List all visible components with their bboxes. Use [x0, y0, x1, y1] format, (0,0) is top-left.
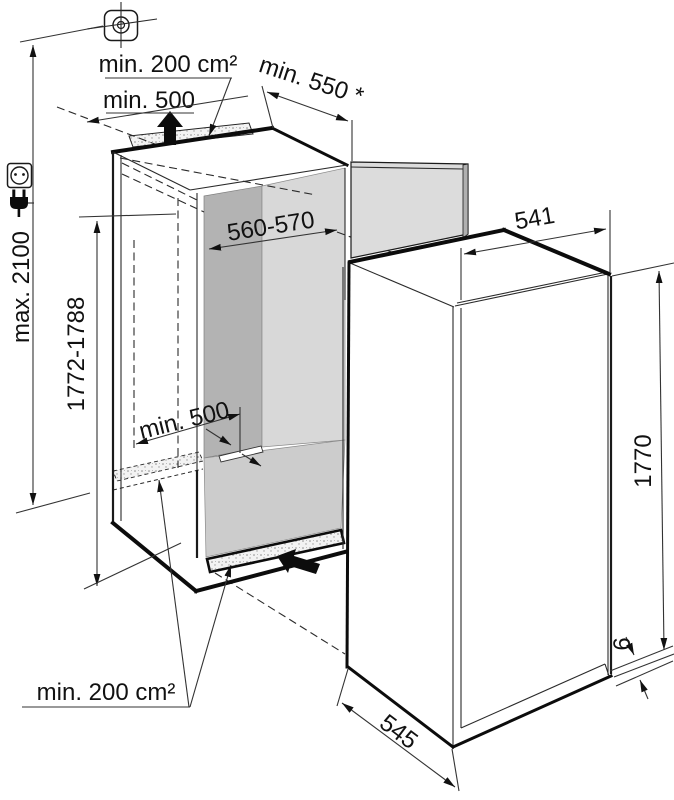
- dim-rear-bottom-gap: 6: [609, 636, 674, 700]
- niche-floor: [203, 439, 346, 558]
- decor-panel-edge: [462, 163, 469, 239]
- dim-max-socket-height: max. 2100: [8, 25, 104, 514]
- hidden-vent-line: [112, 468, 204, 491]
- note-top-vent-area: min. 200 cm²: [99, 51, 238, 137]
- dim-label-rear-bottom-gap: 6: [609, 637, 636, 650]
- air-in-diagonal-arrow-icon: [277, 549, 320, 574]
- dim-appliance-height: 1770: [611, 262, 674, 678]
- dim-label-niche-height: 1772-1788: [63, 297, 90, 412]
- crosshair-mounting-icon: [86, 2, 158, 48]
- dim-label-max-socket-height: max. 2100: [8, 231, 35, 343]
- bottom-vent-strip: [205, 528, 346, 574]
- dim-label-top-rear-gap: min. 500: [103, 87, 195, 114]
- plug-icon: [10, 189, 34, 217]
- dim-top-rear-gap: min. 500: [86, 87, 249, 124]
- note-bottom-vent-area: min. 200 cm²: [22, 479, 232, 708]
- dim-niche-height: 1772-1788: [63, 213, 182, 590]
- dim-label-appliance-height: 1770: [630, 434, 657, 487]
- air-out-up-arrow-icon: [157, 111, 183, 145]
- floor-vent-slot: [218, 445, 264, 463]
- decor-door-panel: [350, 161, 469, 259]
- socket-icon: [6, 162, 33, 189]
- appliance-silhouette: [348, 230, 609, 747]
- note-label-top-vent-area: min. 200 cm²: [99, 51, 238, 78]
- cabinet-edges: [110, 125, 350, 594]
- dim-label-niche-depth: min. 550 *: [256, 51, 367, 110]
- hidden-vent-strip: [112, 451, 204, 482]
- dim-label-cabinet-top-depth: 541: [513, 202, 557, 236]
- appliance-body: [345, 227, 613, 750]
- note-label-bottom-vent-area: min. 200 cm²: [37, 679, 176, 706]
